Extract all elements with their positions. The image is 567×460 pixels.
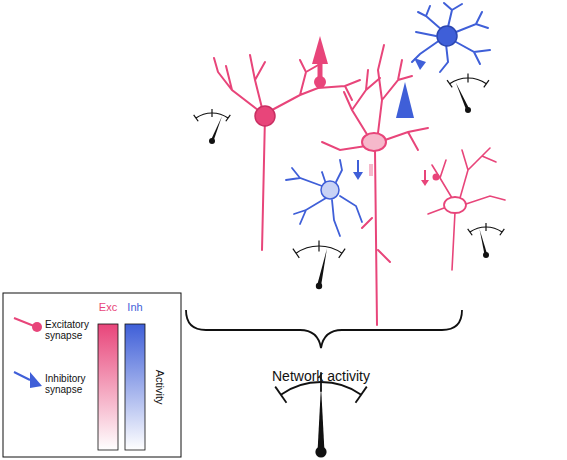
figure-label: Network activity [272,369,370,384]
inh-activity-bar [125,324,145,450]
figure-label: Activity [154,370,166,405]
legend-text: Excitatory synapse [45,319,95,341]
network-brace [186,310,462,348]
legend-samples [14,318,42,388]
inhibitory-neuron [286,160,362,236]
exc-activity-bar [98,324,118,450]
excitatory-neuron [428,148,505,270]
excitatory-neuron [214,55,360,250]
inhibitory-neuron [412,3,490,72]
legend-box [3,293,181,457]
legend-text: Inhibitory synapse [45,373,95,395]
activity-gauges [194,74,505,458]
figure-label: Exc [99,301,117,313]
figure-label: Inh [127,301,142,313]
synapse-arrows [312,36,440,186]
central-neuron [322,45,428,325]
